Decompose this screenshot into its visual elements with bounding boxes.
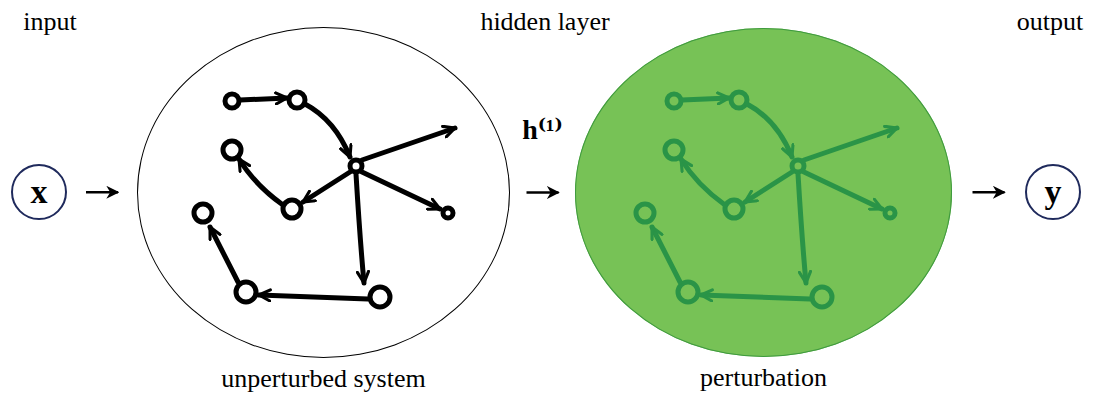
perturbation-circle: perturbation [575,28,952,357]
flow-arrow [86,191,118,194]
variable-symbol: y [1045,175,1062,209]
input-node: x [11,164,67,220]
hidden-state-label: h⁽¹⁾ [520,113,565,147]
flow-arrow [527,191,559,194]
column-label: hidden layer [480,6,609,37]
graph-doodle-perturbed [636,92,897,307]
flow-arrow [973,191,1005,194]
column-label: input [23,6,76,37]
perturbation-fill [575,28,952,357]
column-label: output [1017,6,1083,37]
circle-caption: unperturbed system [221,363,425,394]
system-circle: unperturbed system [137,27,510,358]
output-node: y [1025,164,1081,220]
circle-caption: perturbation [700,362,827,393]
variable-symbol: x [31,175,48,209]
graph-doodle [194,92,455,307]
